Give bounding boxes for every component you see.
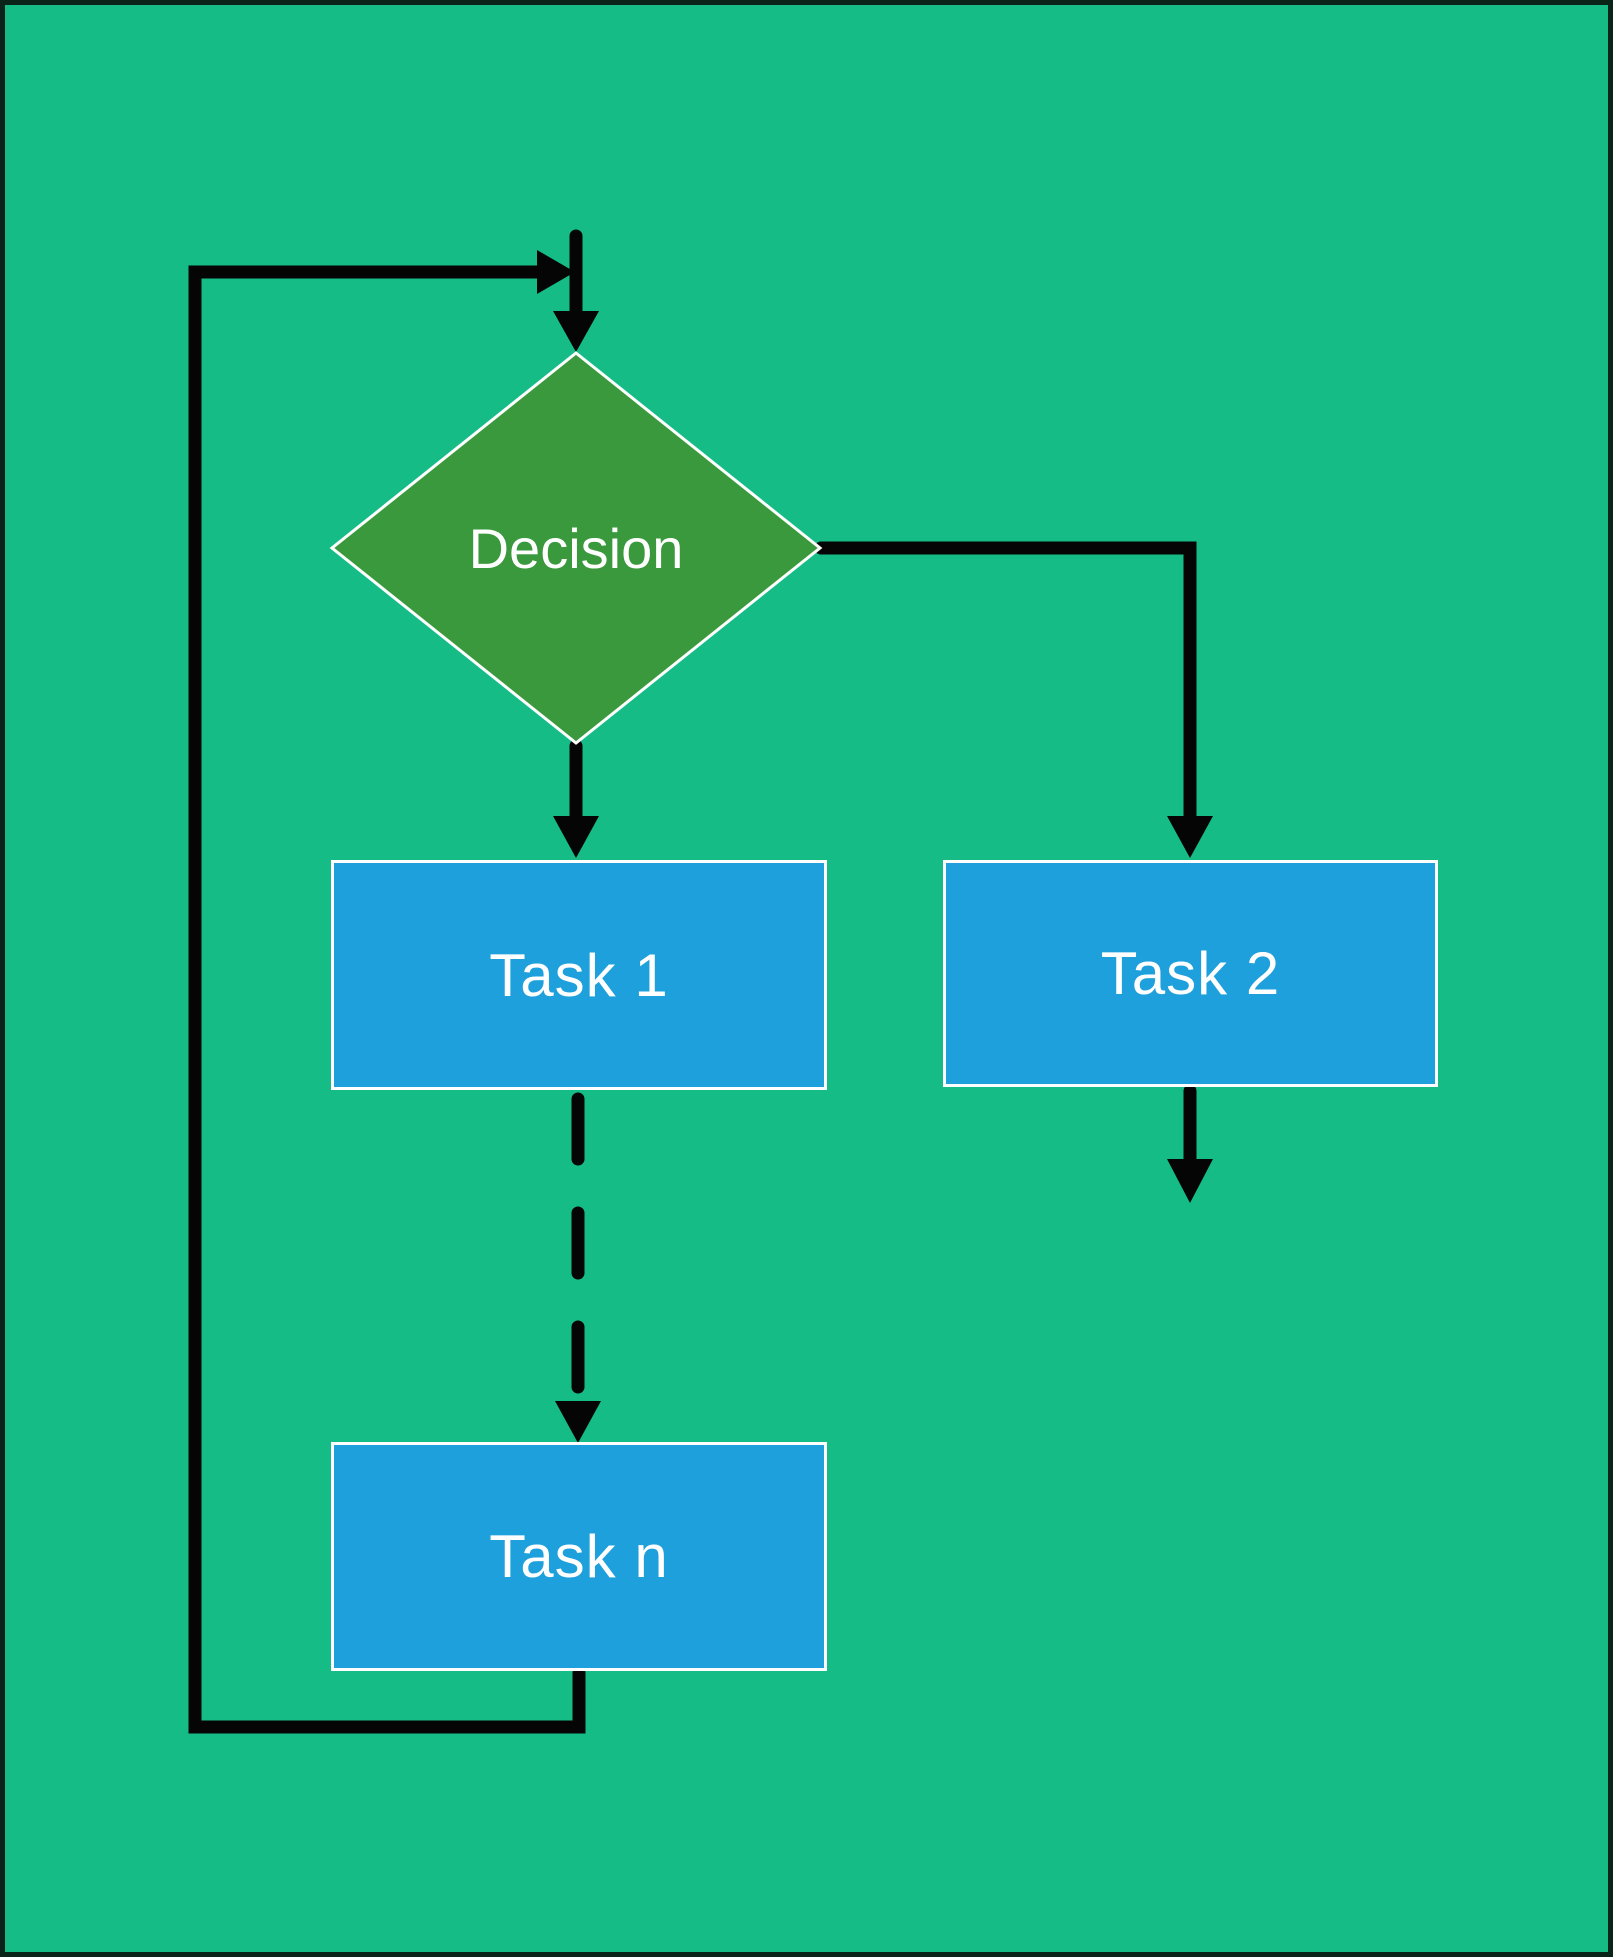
task1-node: Task 1 (331, 860, 827, 1090)
edge-decision-to-task1 (553, 739, 599, 858)
arrowhead-into-decision-icon (553, 311, 599, 352)
edge-loop-line (188, 265, 586, 1734)
edge-start-to-decision (553, 229, 599, 352)
arrowhead-loop-right-icon (537, 250, 575, 294)
arrowhead-into-task1-icon (553, 816, 599, 858)
arrowhead-into-task2-icon (1167, 816, 1213, 858)
edge-task1-to-taskn (555, 1092, 601, 1443)
edge-decision-task2-line (814, 541, 1197, 825)
decision-diamond-shape (329, 351, 823, 745)
edge-taskn-to-decision-loop (188, 250, 586, 1734)
taskn-node: Task n (331, 1442, 827, 1671)
connector-layer (188, 229, 1213, 1734)
task2-node: Task 2 (943, 860, 1438, 1087)
arrowhead-into-taskn-icon (555, 1401, 601, 1443)
edge-task2-exit (1167, 1084, 1213, 1203)
arrowhead-task2-exit-icon (1167, 1159, 1213, 1203)
edge-decision-to-task2 (814, 541, 1213, 858)
